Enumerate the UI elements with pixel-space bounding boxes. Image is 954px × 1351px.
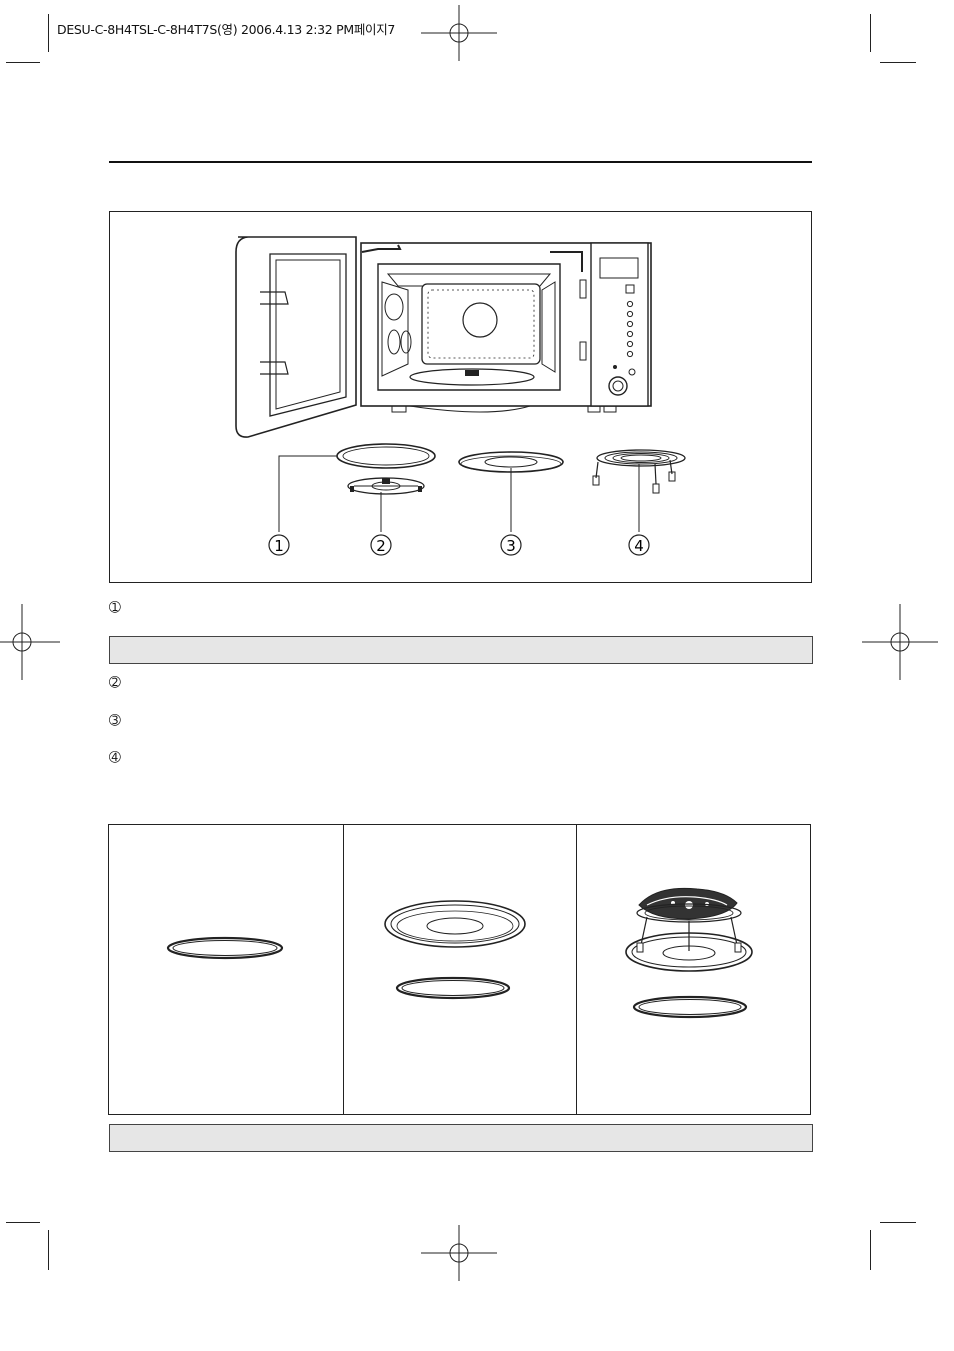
usage-grid bbox=[108, 824, 811, 1115]
registration-mark-icon bbox=[421, 5, 497, 61]
turntable-icon bbox=[384, 900, 526, 1000]
rack-icon bbox=[625, 887, 753, 1019]
section-rule bbox=[109, 161, 812, 163]
registration-mark-icon bbox=[0, 604, 60, 680]
microwave-oven-icon: 1 2 3 4 bbox=[235, 236, 686, 556]
panel-turntable-on-ring bbox=[344, 825, 576, 1114]
panel-rack-on-turntable bbox=[577, 825, 810, 1114]
print-file-info: DESU-C-8H4TSL-C-8H4T7S(영) 2006.4.13 2:32… bbox=[57, 22, 396, 37]
callout-4: 4 bbox=[634, 537, 644, 555]
panel-roller-ring bbox=[109, 825, 343, 1114]
accessories-figure: 1 2 3 4 bbox=[109, 211, 812, 583]
grid-divider bbox=[576, 825, 577, 1114]
rack-icon bbox=[592, 449, 686, 494]
registration-mark-icon bbox=[862, 604, 938, 680]
callout-3: 3 bbox=[506, 537, 516, 555]
list-marker-1: ➀ bbox=[109, 600, 121, 616]
list-marker-4: ➃ bbox=[109, 750, 121, 766]
roller-ring-icon bbox=[166, 936, 284, 960]
list-marker-3: ➂ bbox=[109, 713, 121, 729]
roller-ring-icon bbox=[336, 443, 436, 469]
note-bar bbox=[109, 1124, 813, 1152]
callout-1: 1 bbox=[274, 537, 284, 555]
note-bar bbox=[109, 636, 813, 664]
callout-2: 2 bbox=[376, 537, 386, 555]
list-marker-2: ➁ bbox=[109, 675, 121, 691]
coupler-icon bbox=[347, 477, 425, 495]
registration-mark-icon bbox=[421, 1225, 497, 1281]
grid-divider bbox=[343, 825, 344, 1114]
